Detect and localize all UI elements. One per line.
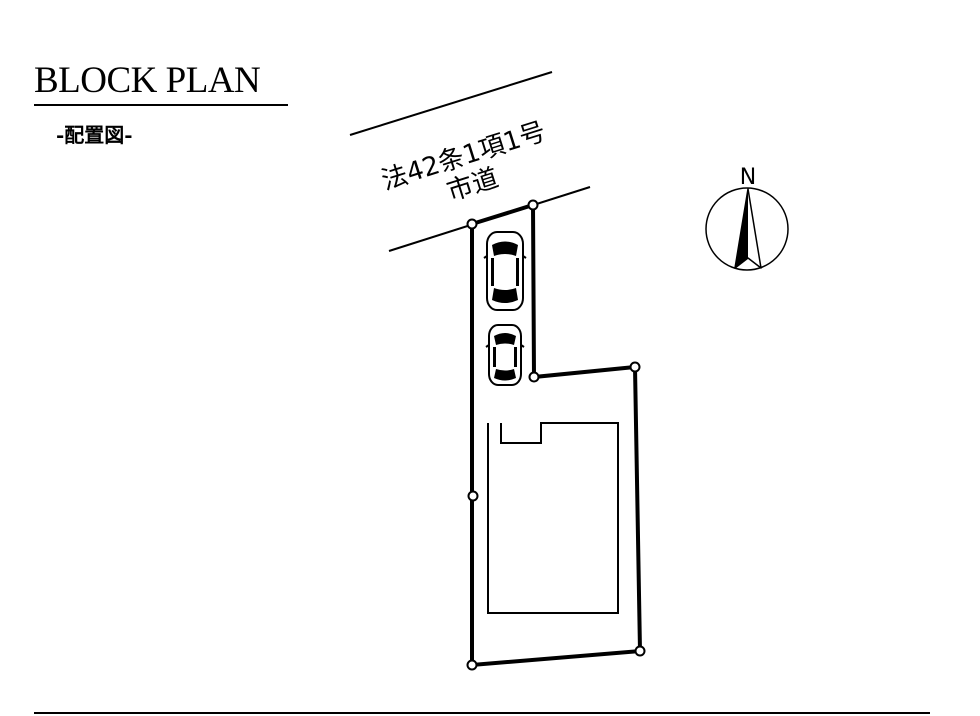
boundary-marker — [527, 199, 539, 211]
footer-rule — [34, 712, 930, 714]
house-footprint — [487, 422, 619, 614]
page-title: BLOCK PLAN — [34, 60, 261, 101]
car-icon — [483, 231, 527, 311]
boundary-marker — [466, 218, 478, 230]
road-edge-far — [349, 71, 553, 136]
boundary-markers — [466, 199, 646, 671]
boundary-marker — [629, 361, 641, 373]
title-underline — [34, 104, 288, 106]
car-icon — [485, 324, 525, 386]
boundary-marker — [467, 490, 479, 502]
page-subtitle: -配置図- — [56, 123, 133, 147]
compass-north-label: N — [740, 165, 756, 190]
boundary-marker — [634, 645, 646, 657]
north-compass: N — [705, 165, 789, 271]
compass-ring — [705, 187, 789, 271]
boundary-marker — [528, 371, 540, 383]
boundary-marker — [466, 659, 478, 671]
